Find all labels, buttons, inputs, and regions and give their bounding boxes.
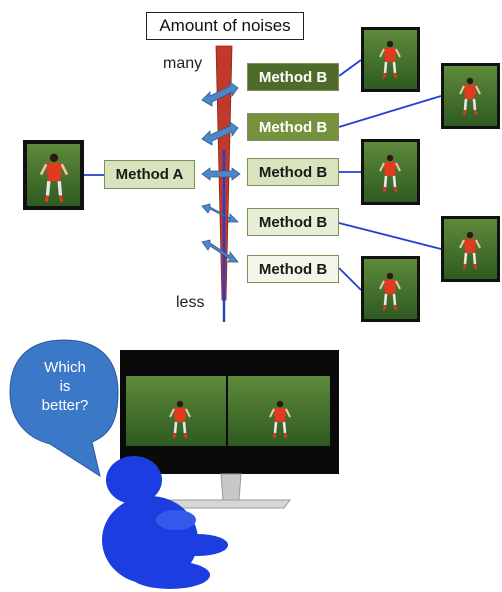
method-b-box-3: Method B — [247, 158, 339, 186]
method-a-box: Method A — [104, 160, 195, 189]
question-line-1: Which — [44, 359, 86, 376]
connector-lines — [84, 59, 442, 291]
thumbnail-b2 — [441, 63, 500, 129]
method-b-box-2: Method B — [247, 113, 339, 141]
monitor — [120, 350, 339, 509]
method-b-box-5: Method B — [247, 255, 339, 283]
noise-axis-title: Amount of noises — [146, 12, 304, 40]
method-b-box-4: Method B — [247, 208, 339, 236]
speech-bubble — [9, 339, 119, 478]
person-figure — [102, 456, 228, 589]
question-line-3: better? — [41, 397, 89, 414]
thumbnail-b3 — [361, 139, 420, 205]
thumbnail-b4 — [441, 216, 500, 282]
scale-top-label: many — [163, 55, 203, 72]
scale-bottom-label: less — [176, 294, 205, 311]
method-b-box-1: Method B — [247, 63, 339, 91]
question-line-2: is — [59, 378, 71, 395]
thumbnail-b5 — [361, 256, 420, 322]
double-arrows — [201, 81, 241, 263]
thumbnail-method-a — [23, 140, 84, 210]
question-text: Which is better? — [20, 358, 110, 415]
thumbnail-b1 — [361, 27, 420, 92]
